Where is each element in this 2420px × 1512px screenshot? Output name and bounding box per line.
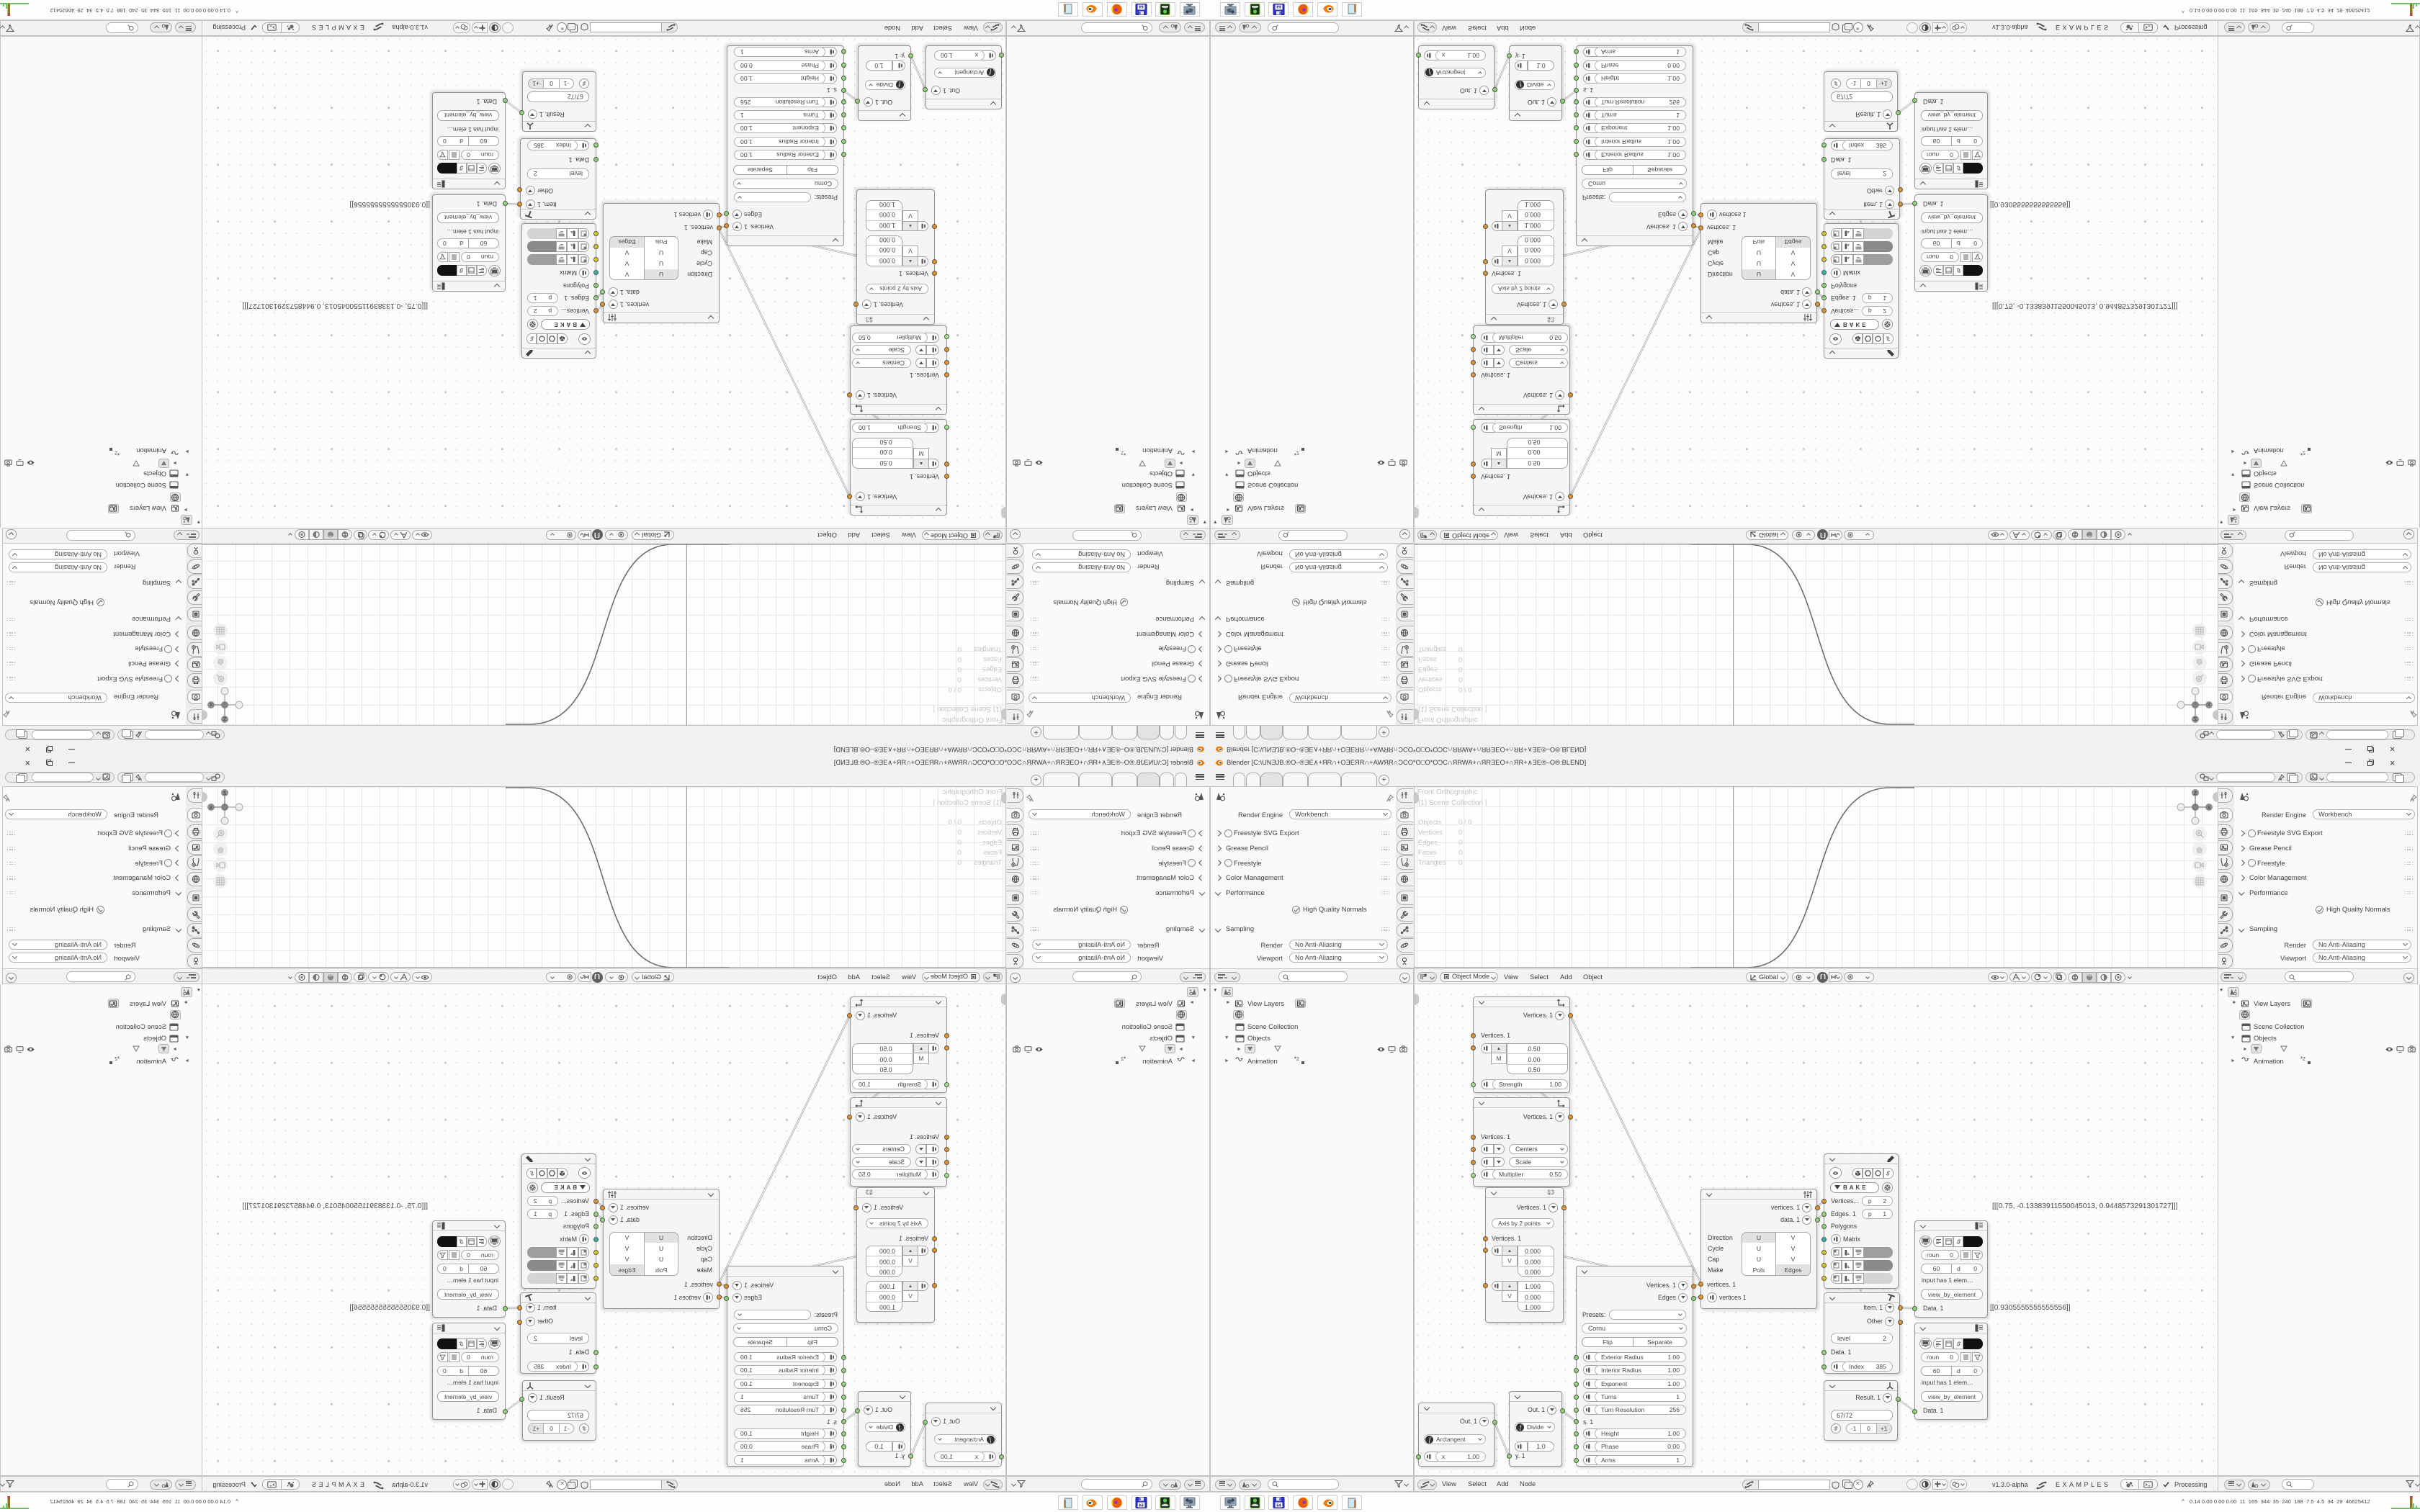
svg-text:f: f [989, 69, 992, 76]
svg-text:64: 64 [1138, 4, 1143, 9]
svg-text:X: X [209, 701, 212, 706]
svg-text:X: X [2208, 701, 2211, 706]
svg-text:Z: Z [223, 791, 226, 796]
svg-text:f: f [1519, 1423, 1522, 1431]
svg-text:Z: Z [223, 716, 226, 721]
svg-text:Z: Z [2194, 716, 2197, 721]
svg-text:f: f [898, 1423, 901, 1431]
svg-text:X: X [2208, 806, 2211, 811]
svg-text:X: X [209, 806, 212, 811]
svg-text:64: 64 [1277, 4, 1282, 9]
svg-text:f: f [898, 81, 901, 89]
svg-text:f: f [1428, 1436, 1431, 1443]
svg-text:64: 64 [1138, 1503, 1143, 1508]
svg-text:f: f [1519, 81, 1522, 89]
svg-text:f: f [1428, 69, 1431, 76]
svg-text:64: 64 [1277, 1503, 1282, 1508]
svg-text:f: f [989, 1436, 992, 1443]
svg-text:Z: Z [2194, 791, 2197, 796]
